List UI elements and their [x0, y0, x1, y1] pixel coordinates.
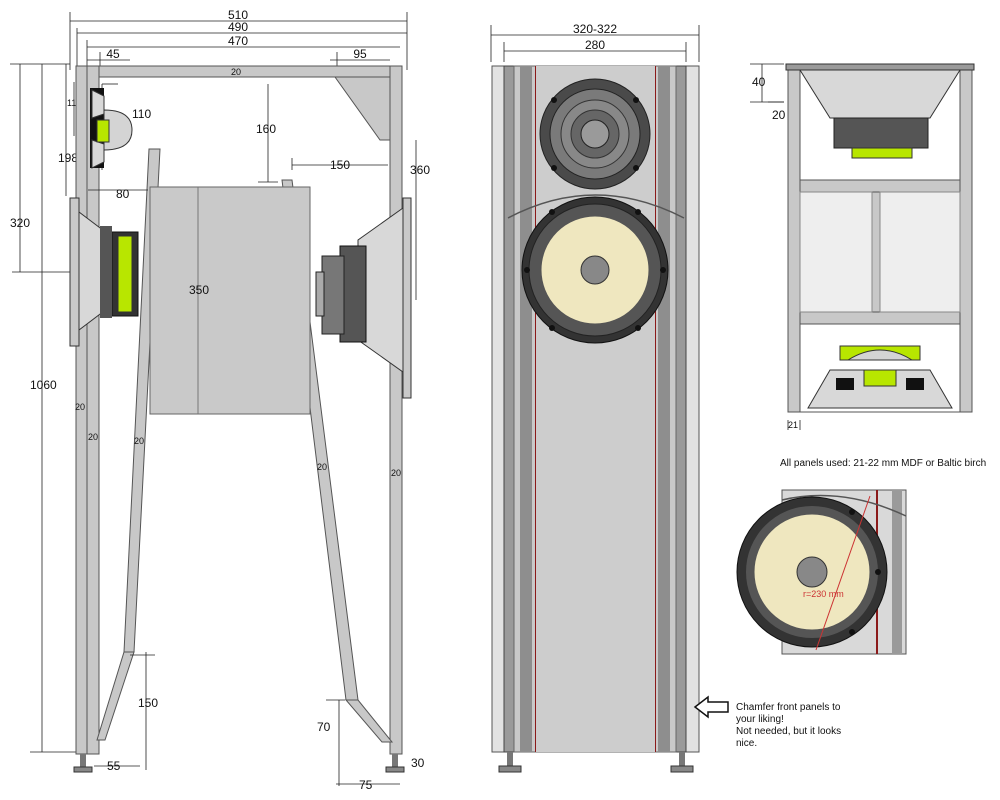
dim-150-top: 150 — [330, 158, 350, 172]
note-panels: All panels used: 21-22 mm MDF or Baltic … — [780, 458, 986, 469]
spike-feet-side — [73, 754, 405, 773]
dim-320-322: 320-322 — [573, 22, 617, 36]
note-chamfer-3: Not needed, but it looks — [736, 726, 841, 737]
dim-45: 45 — [106, 47, 120, 61]
inner-panel-left-foot — [96, 651, 135, 741]
dim-20-top: 20 — [231, 67, 241, 77]
tweeter-side — [90, 88, 133, 169]
dim-40: 40 — [752, 75, 766, 89]
rear-driver-side — [315, 197, 412, 399]
dim-198: 198 — [58, 151, 78, 165]
woofer-front — [521, 196, 669, 344]
top-panel — [86, 65, 401, 78]
dim-55: 55 — [107, 759, 121, 773]
woofer-side-front — [69, 197, 139, 347]
dim-1060: 1060 — [30, 378, 57, 392]
dim-110-tweeter: 110 — [67, 98, 81, 108]
dim-470: 470 — [228, 34, 248, 48]
note-chamfer-1: Chamfer front panels to — [736, 702, 841, 713]
spike-feet-front — [498, 752, 694, 773]
detail-radius: r=230 mm — [803, 589, 844, 599]
dim-80: 80 — [116, 187, 130, 201]
dim-20-top-view: 20 — [772, 108, 786, 122]
note-chamfer-4: nice. — [736, 738, 757, 749]
dim-110: 110 — [132, 107, 151, 121]
dim-510: 510 — [228, 8, 248, 22]
detail-view: r=230 mm — [736, 489, 907, 655]
dim-95: 95 — [353, 47, 367, 61]
dim-320: 320 — [10, 216, 30, 230]
side-view: 510 490 470 45 95 320 1060 198 110 20 20 — [10, 8, 430, 792]
note-chamfer-2: your liking! — [736, 714, 784, 725]
dim-20-front: 20 — [75, 402, 85, 412]
dim-20-front-inner: 20 — [88, 432, 98, 442]
arrow-icon — [693, 695, 729, 719]
dim-150-bottom: 150 — [138, 696, 158, 710]
middle-block — [149, 186, 311, 415]
dim-490: 490 — [228, 20, 248, 34]
front-view: 320-322 280 — [490, 22, 841, 773]
dim-20-inner-left: 20 — [134, 436, 144, 446]
top-brace — [334, 76, 391, 141]
front-baffle-inner — [86, 65, 100, 755]
tweeter-front — [539, 78, 651, 190]
dim-280: 280 — [585, 38, 605, 52]
dim-75: 75 — [359, 778, 373, 792]
dim-30: 30 — [411, 756, 425, 770]
dim-70: 70 — [317, 720, 331, 734]
dim-20-back: 20 — [391, 468, 401, 478]
inner-panel-right-foot — [344, 699, 394, 743]
dim-350: 350 — [189, 283, 209, 297]
dim-21: 21 — [788, 420, 798, 430]
dim-20-inner-right: 20 — [317, 462, 327, 472]
top-view: 40 20 21 All panels used: 21-22 mm MDF o… — [750, 63, 986, 469]
back-panel — [389, 65, 403, 755]
dim-360: 360 — [410, 163, 430, 177]
chamfer-arc — [507, 194, 685, 219]
dim-160: 160 — [256, 122, 276, 136]
